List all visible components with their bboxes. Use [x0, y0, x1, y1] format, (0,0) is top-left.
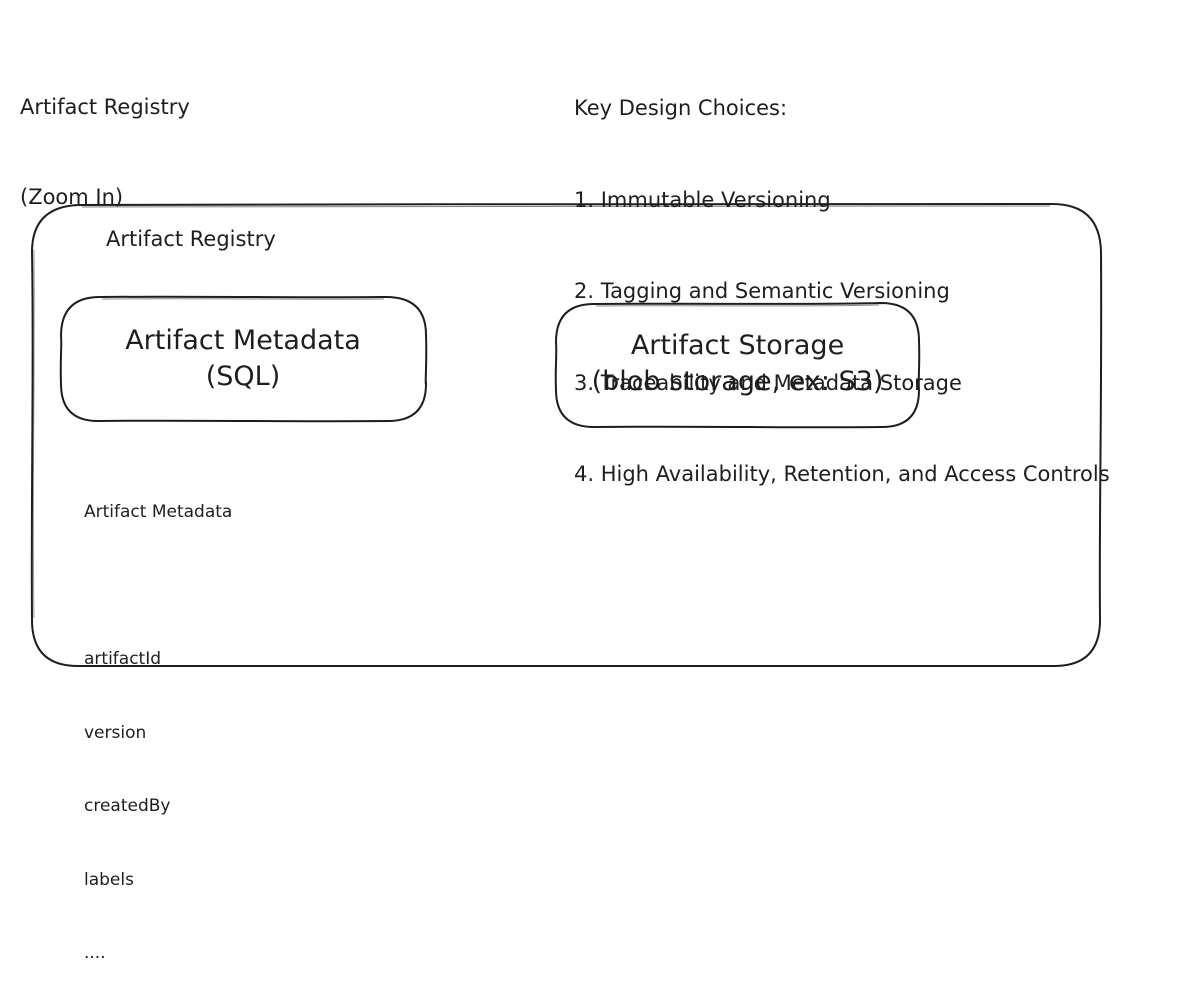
metadata-field: createdBy — [84, 796, 171, 816]
design-choice-item: 1. Immutable Versioning — [574, 187, 831, 212]
metadata-box-title: Artifact Metadata — [125, 325, 361, 356]
page-title: Artifact Registry (Zoom In) — [20, 32, 190, 242]
storage-box-subtitle: (blob storage, ex: S3) — [591, 366, 884, 397]
metadata-field: .... — [84, 943, 106, 963]
metadata-field: artifactId — [84, 649, 162, 669]
design-choice-item: 3. Traceability and Metadata Storage — [574, 370, 962, 395]
metadata-field: version — [84, 722, 147, 743]
registry-label: Artifact Registry — [106, 227, 276, 251]
storage-box-title: Artifact Storage — [630, 330, 845, 361]
design-choices-list: Key Design Choices: 1. Immutable Version… — [574, 32, 1110, 520]
metadata-box-label: Artifact Metadata (SQL) — [60, 323, 426, 395]
page-title-line-1: Artifact Registry — [20, 95, 190, 119]
metadata-fields: Artifact Metadata artifactId version cre… — [84, 451, 232, 990]
metadata-field: labels — [84, 869, 134, 890]
design-choices-heading: Key Design Choices: — [574, 96, 788, 120]
spacer — [84, 574, 232, 599]
metadata-box — [59, 295, 428, 423]
metadata-box-subtitle: (SQL) — [205, 361, 281, 392]
metadata-fields-heading: Artifact Metadata — [84, 502, 233, 522]
storage-box — [554, 301, 921, 429]
diagram-canvas — [30, 202, 1103, 668]
design-choice-item: 2. Tagging and Semantic Versioning — [574, 279, 950, 303]
storage-box-label: Artifact Storage (blob storage, ex: S3) — [555, 328, 920, 400]
registry-container — [30, 202, 1103, 668]
design-choice-item: 4. High Availability, Retention, and Acc… — [574, 462, 1110, 486]
